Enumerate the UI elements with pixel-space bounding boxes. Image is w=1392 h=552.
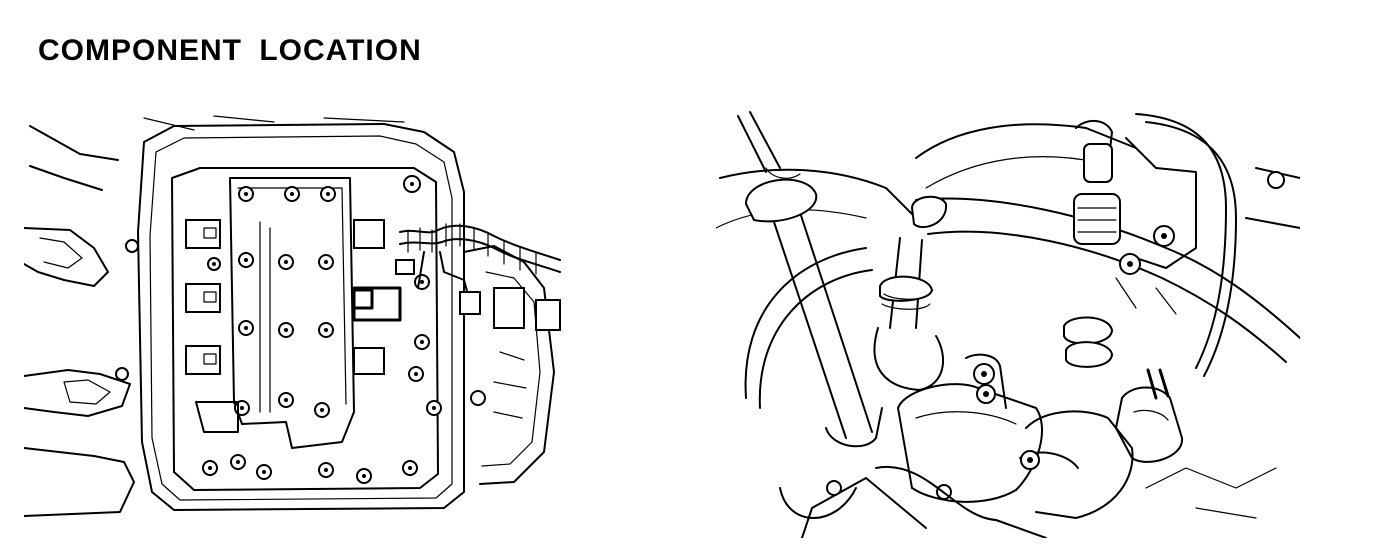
page-title: COMPONENT LOCATION: [38, 34, 422, 67]
solenoid-harness-illustration: [716, 108, 1300, 538]
valve-body-illustration: [24, 112, 564, 532]
